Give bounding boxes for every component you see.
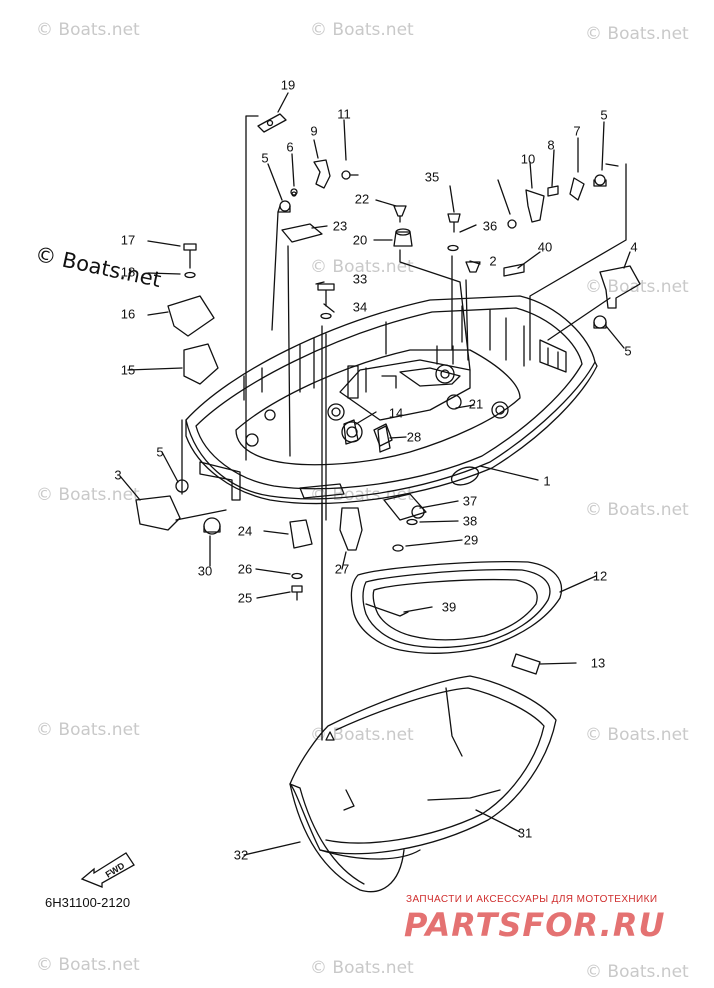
part-label: 32 — [233, 847, 249, 863]
part-label: 17 — [120, 232, 136, 248]
part-label: 36 — [482, 218, 498, 234]
watermark: © Boats.net — [585, 962, 689, 982]
part-label: 23 — [332, 218, 348, 234]
part-label: 5 — [156, 444, 164, 460]
part-label: 34 — [352, 299, 368, 315]
watermark: © Boats.net — [36, 720, 140, 740]
part-label: 37 — [462, 493, 478, 509]
part-label: 19 — [280, 77, 296, 93]
watermark: © Boats.net — [310, 257, 414, 277]
part-label: 14 — [388, 405, 404, 421]
part-label: 35 — [424, 169, 440, 185]
watermark: © Boats.net — [585, 725, 689, 745]
part-label: 38 — [462, 513, 478, 529]
part-label: 11 — [337, 106, 351, 122]
watermark: © Boats.net — [36, 955, 140, 975]
site-tagline: ЗАПЧАСТИ И АКСЕССУАРЫ ДЛЯ МОТОТЕХНИКИ — [406, 894, 658, 905]
part-label: 27 — [334, 561, 350, 577]
part-label: 5 — [624, 343, 632, 359]
fwd-arrow-icon: FWD — [80, 852, 135, 888]
part-label: 3 — [114, 467, 122, 483]
part-label: 30 — [197, 563, 213, 579]
watermark: © Boats.net — [310, 20, 414, 40]
part-label: 28 — [406, 429, 422, 445]
part-label: 20 — [352, 232, 368, 248]
part-label: 5 — [261, 150, 269, 166]
watermark: © Boats.net — [585, 500, 689, 520]
part-label: 8 — [547, 137, 555, 153]
part-label: 31 — [517, 825, 533, 841]
part-label: 16 — [120, 306, 136, 322]
diagram-code: 6H31100-2120 — [45, 895, 131, 910]
watermark: © Boats.net — [585, 277, 689, 297]
part-label: 26 — [237, 561, 253, 577]
part-label: 29 — [463, 532, 479, 548]
part-label: 10 — [520, 151, 536, 167]
part-label: 7 — [573, 123, 581, 139]
watermark: © Boats.net — [310, 958, 414, 978]
part-label: 18 — [120, 264, 136, 280]
part-label: 33 — [352, 271, 368, 287]
part-label: 21 — [468, 396, 484, 412]
part-label: 13 — [590, 655, 606, 671]
part-label: 12 — [592, 568, 608, 584]
watermark: © Boats.net — [36, 485, 140, 505]
part-label: 6 — [286, 139, 294, 155]
part-label: 15 — [120, 362, 136, 378]
part-label: 1 — [543, 473, 551, 489]
part-label: 9 — [310, 123, 318, 139]
fwd-label: FWD — [104, 860, 127, 880]
watermark: © Boats.net — [36, 20, 140, 40]
part-label: 25 — [237, 590, 253, 606]
part-label: 22 — [354, 191, 370, 207]
watermark: © Boats.net — [585, 24, 689, 44]
site-logo: PARTSFOR.RU — [404, 906, 666, 944]
part-label: 40 — [537, 239, 553, 255]
part-label: 39 — [441, 599, 457, 615]
part-label: 5 — [600, 107, 608, 123]
part-label: 24 — [237, 523, 253, 539]
part-label: 2 — [489, 253, 497, 269]
part-label: 4 — [630, 239, 638, 255]
